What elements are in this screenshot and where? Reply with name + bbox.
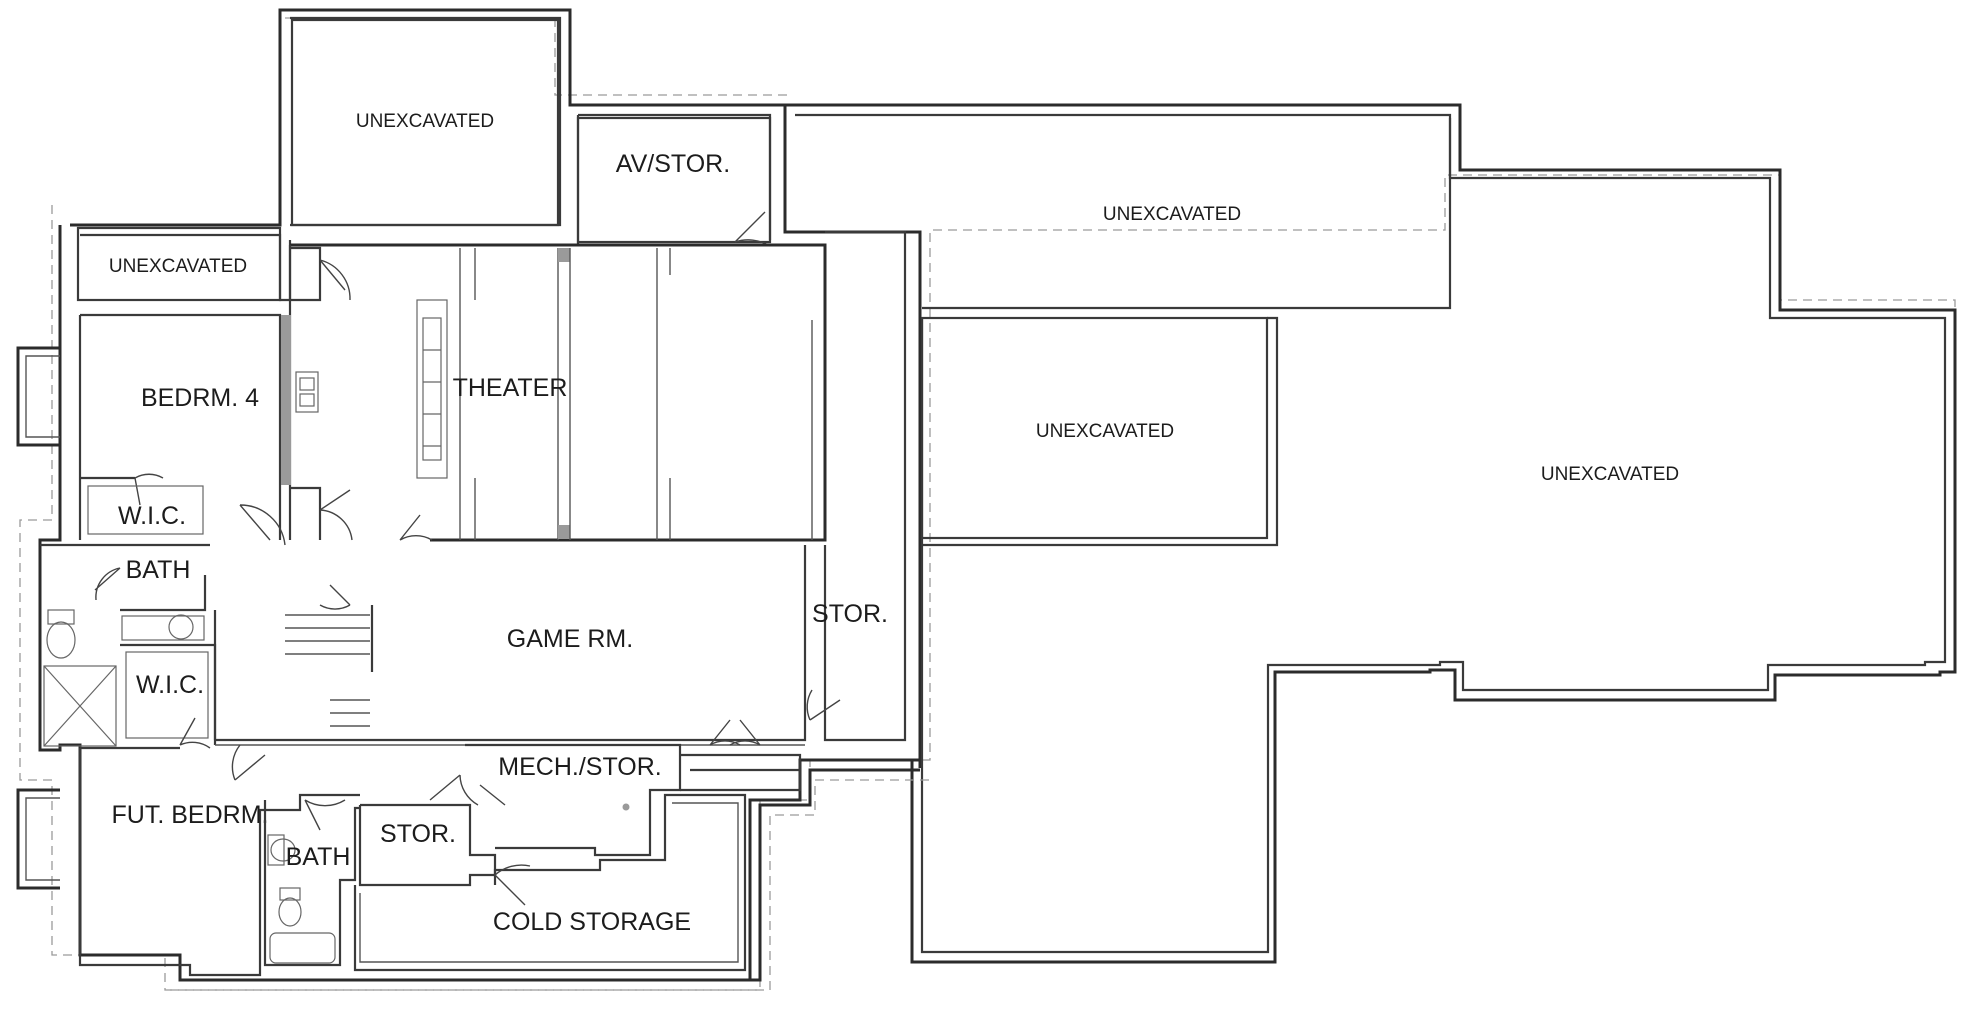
room-bedrm-4: BEDRM. 4 — [78, 313, 282, 540]
label-unexcavated-far-right: UNEXCAVATED — [1541, 464, 1679, 485]
room-stor-small: STOR. — [358, 803, 497, 887]
label-bedrm-4: BEDRM. 4 — [141, 384, 259, 412]
label-theater: THEATER — [453, 374, 568, 402]
room-bath-lower: BATH — [263, 800, 360, 967]
label-game-rm: GAME RM. — [507, 625, 633, 653]
room-mech-stor: MECH./STOR. — [465, 743, 682, 857]
label-bath-lower: BATH — [286, 843, 351, 871]
label-wic-lower: W.I.C. — [136, 671, 204, 699]
label-unexcavated-top: UNEXCAVATED — [356, 111, 494, 132]
room-cold-storage: COLD STORAGE — [353, 793, 747, 972]
label-bath-upper: BATH — [126, 556, 191, 584]
label-unexcavated-mid: UNEXCAVATED — [1036, 421, 1174, 442]
mech-bump — [680, 753, 802, 792]
theater-closets — [290, 246, 353, 541]
room-stor-right: STOR. — [806, 230, 907, 742]
room-unexcavated-top: UNEXCAVATED — [290, 18, 560, 227]
label-av-stor: AV/STOR. — [616, 150, 730, 178]
label-stor-right: STOR. — [812, 600, 888, 628]
exterior-walls — [38, 8, 922, 982]
label-fut-bedrm: FUT. BEDRM. — [112, 801, 269, 829]
room-wic-lower: W.I.C. — [120, 643, 217, 749]
label-stor-small: STOR. — [380, 820, 456, 848]
room-game-rm: GAME RM. — [215, 545, 807, 746]
room-unexcavated-upper-right: UNEXCAVATED — [785, 103, 1957, 964]
label-unexcavated-upper-right: UNEXCAVATED — [1103, 204, 1241, 225]
label-wic-upper: W.I.C. — [118, 502, 186, 530]
label-cold-storage: COLD STORAGE — [493, 908, 691, 936]
room-unexcavated-left: UNEXCAVATED — [76, 226, 282, 302]
room-wic-upper: W.I.C. — [80, 473, 286, 546]
room-bath-upper: BATH — [40, 543, 210, 747]
lower-hall — [80, 744, 506, 831]
foundation-lower — [170, 768, 930, 991]
label-mech-stor: MECH./STOR. — [498, 753, 661, 781]
room-unexcavated-mid: UNEXCAVATED — [920, 316, 1279, 547]
window-bays — [16, 346, 60, 890]
room-theater: THEATER — [281, 243, 827, 542]
label-unexcavated-left: UNEXCAVATED — [109, 256, 247, 277]
room-fut-bedrm: FUT. BEDRM. — [78, 748, 360, 977]
stair-hall — [213, 584, 374, 740]
room-av-stor: AV/STOR. — [576, 116, 772, 247]
